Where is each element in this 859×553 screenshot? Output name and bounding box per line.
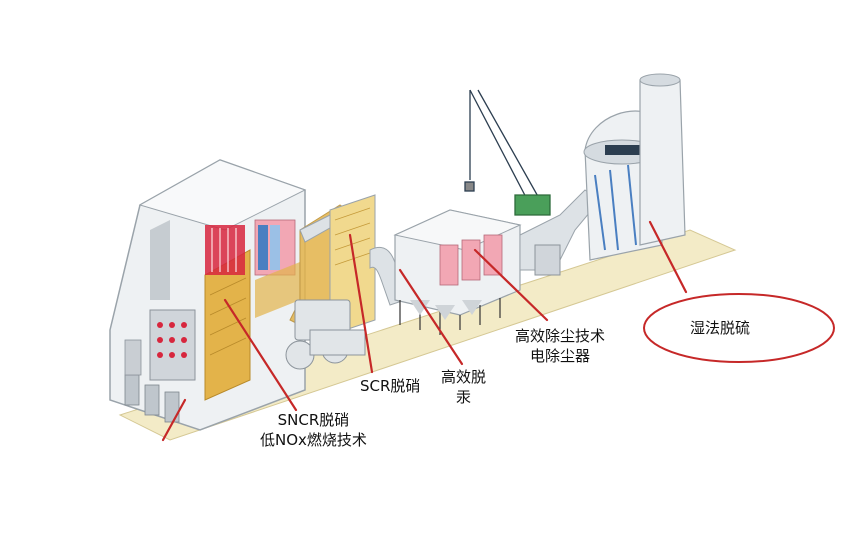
label-mercury: 高效脱 汞 (441, 367, 486, 407)
label-mercury-line1: 高效脱 (441, 368, 487, 386)
pointer-dust (473, 248, 549, 322)
label-dust-line1: 高效除尘技术 (515, 327, 606, 345)
fan-group (285, 299, 366, 370)
pointer-fgd (648, 220, 688, 294)
label-dust-line2: 电除尘器 (530, 347, 591, 365)
label-scr: SCR脱硝 (360, 377, 421, 395)
wet-fgd-highlight (643, 293, 835, 363)
electrostatic-precipitator (393, 209, 522, 335)
chimney (639, 73, 686, 246)
pointer-scr (348, 233, 374, 374)
crane (464, 89, 551, 216)
pointer-sncr (223, 298, 298, 412)
label-mercury-line2: 汞 (456, 388, 472, 406)
boiler-house (109, 159, 307, 431)
label-sncr-line2: 低NOx燃烧技术 (260, 431, 367, 449)
label-dust: 高效除尘技术 电除尘器 (515, 326, 605, 366)
label-sncr-line1: SNCR脱硝 (277, 411, 350, 429)
label-sncr: SNCR脱硝 低NOx燃烧技术 (260, 410, 367, 450)
pointer-burner (161, 398, 187, 442)
label-wet-fgd: 湿法脱硫 (690, 319, 751, 337)
pointer-mercury (398, 268, 464, 366)
